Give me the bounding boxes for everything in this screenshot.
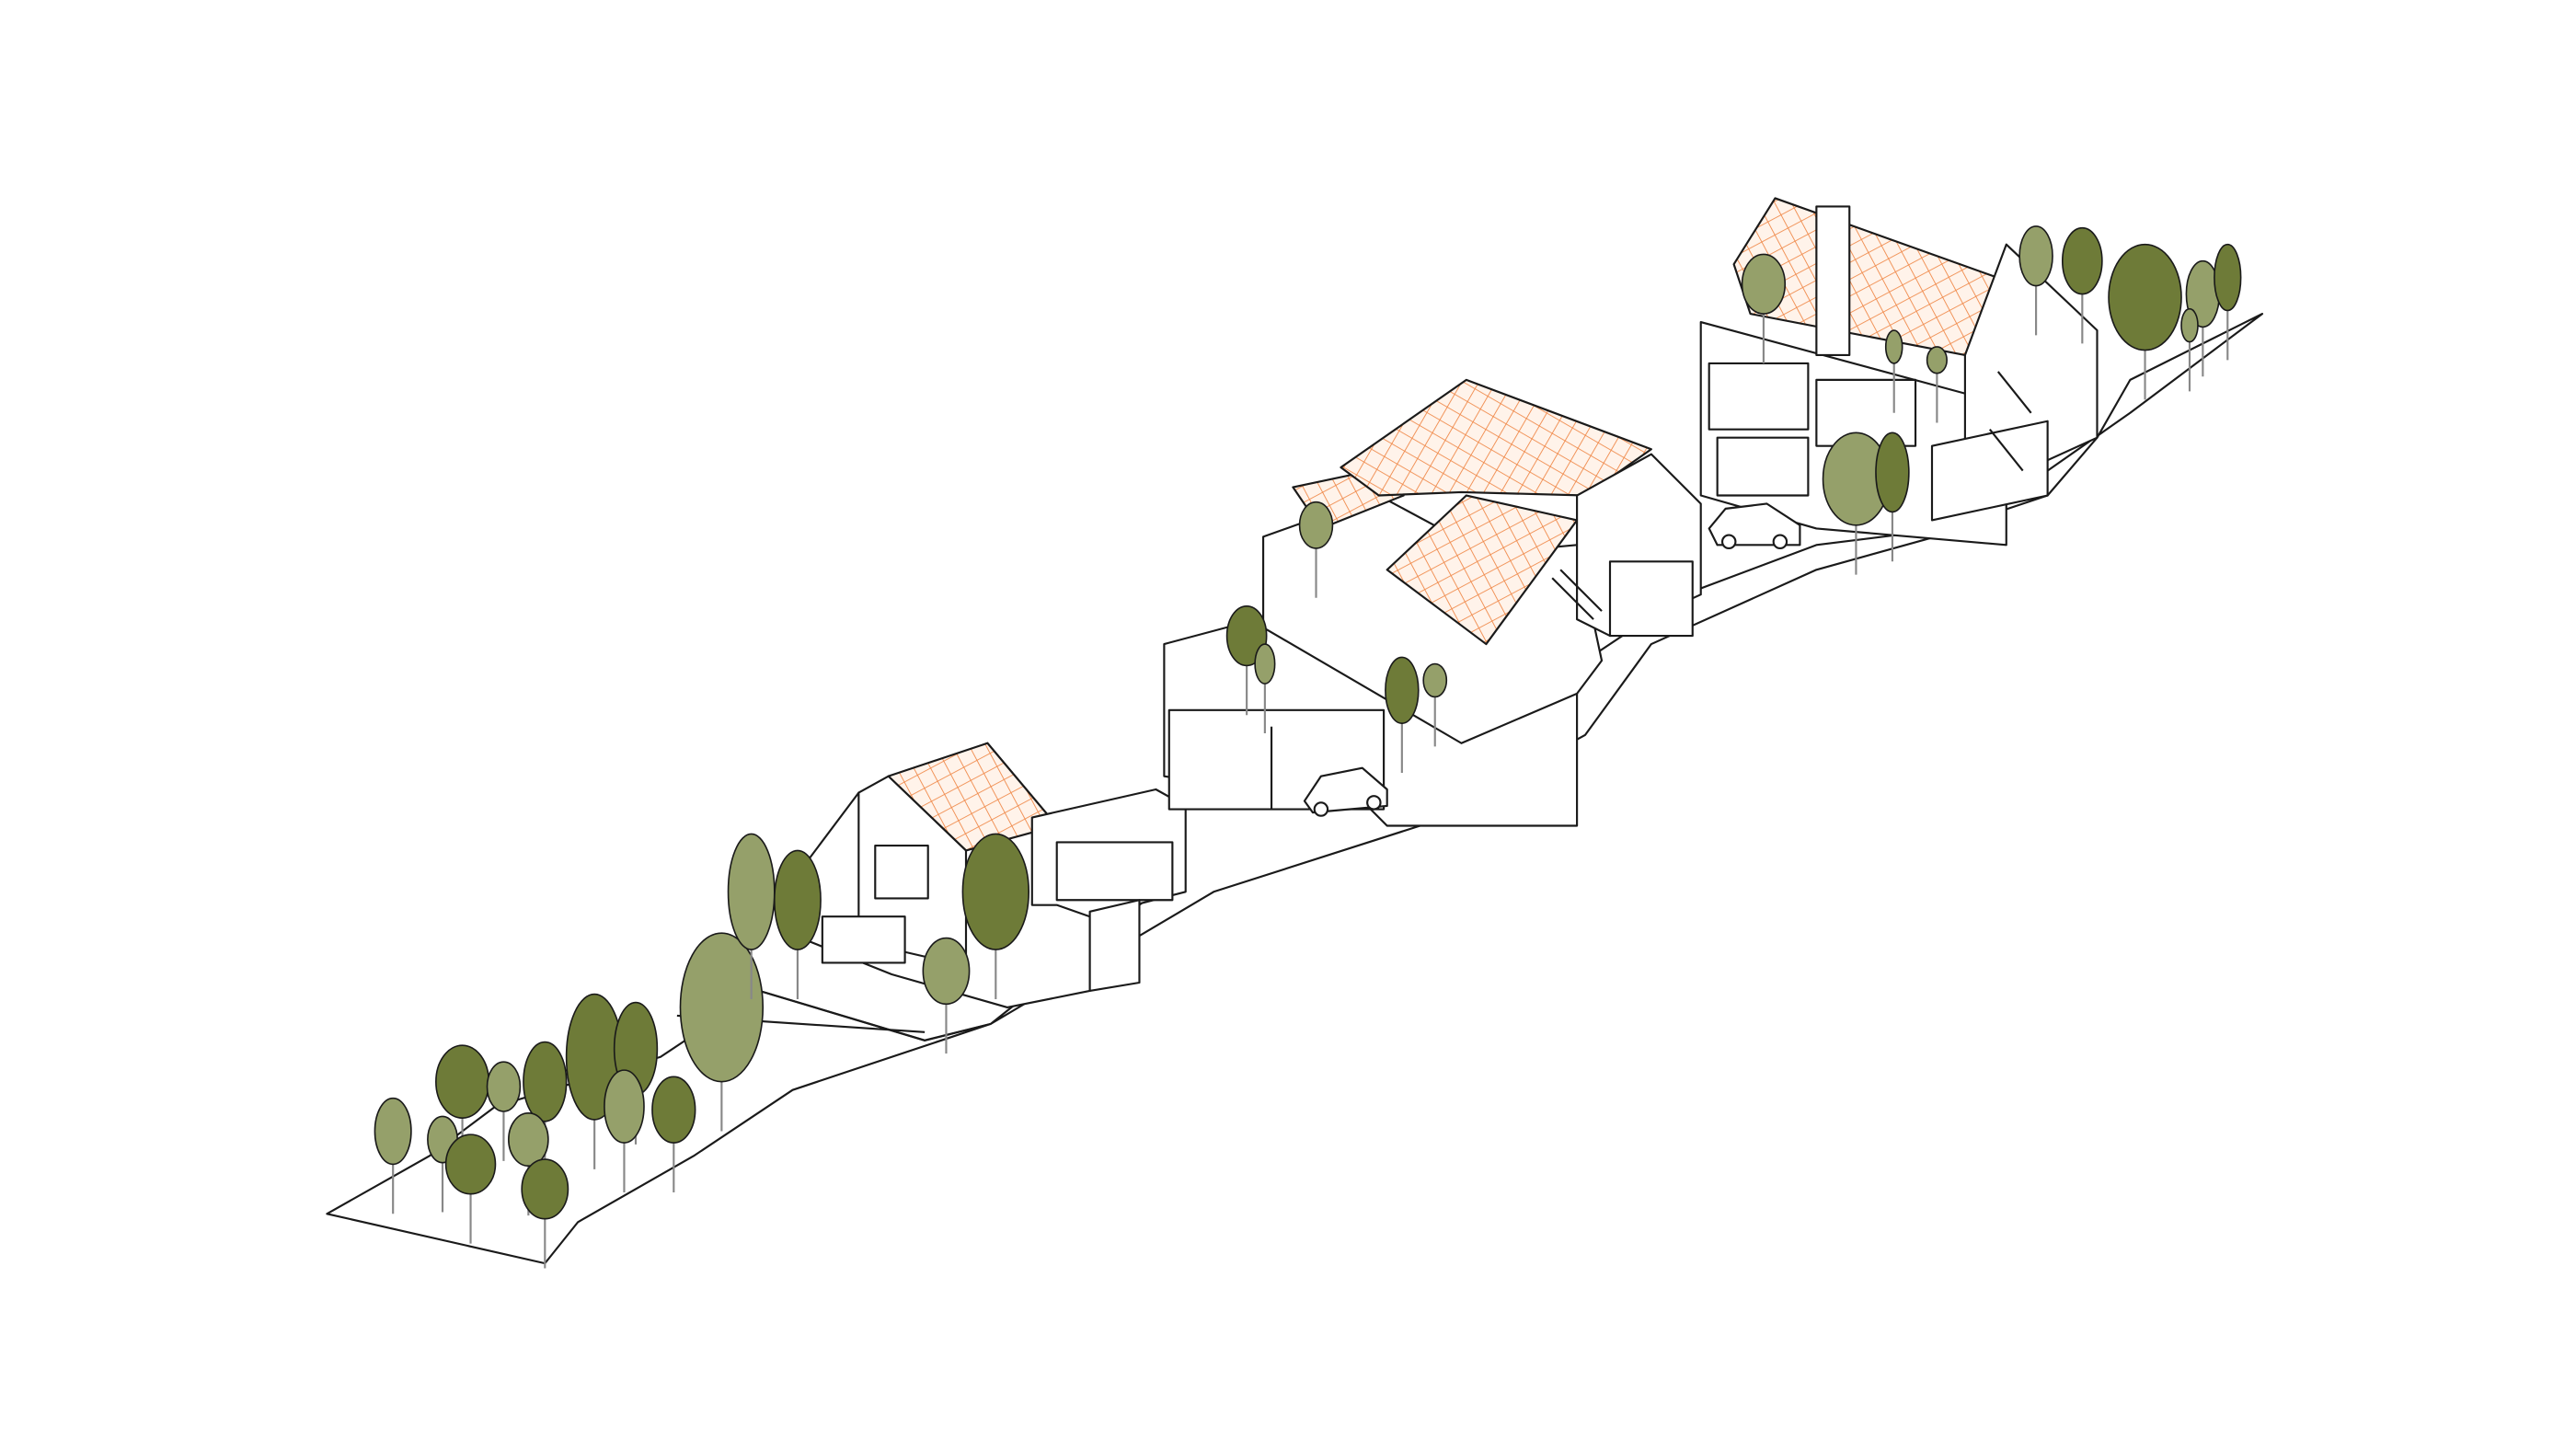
tree-icon xyxy=(961,833,1030,999)
tree-icon xyxy=(2214,243,2242,361)
tree-icon xyxy=(1254,643,1276,733)
tree-icon xyxy=(651,1076,696,1192)
tree-icon xyxy=(1926,346,1948,423)
tree-icon xyxy=(1298,501,1334,598)
trees xyxy=(374,225,2242,1269)
tree-icon xyxy=(1884,329,1903,413)
tree-icon xyxy=(1385,656,1420,774)
tree-icon xyxy=(444,1134,497,1244)
car-icon xyxy=(1303,766,1388,817)
tree-icon xyxy=(2061,226,2103,344)
tree-icon xyxy=(604,1069,645,1192)
tree-icon xyxy=(1422,662,1448,747)
tree-icon xyxy=(486,1061,522,1161)
tree-icon xyxy=(521,1158,569,1269)
car-icon xyxy=(1708,502,1801,550)
tree-icon xyxy=(679,932,765,1132)
tree-icon xyxy=(2180,307,2199,392)
house-left xyxy=(808,742,1187,1008)
tree-icon xyxy=(374,1097,412,1214)
tree-icon xyxy=(1225,604,1268,716)
tree-icon xyxy=(2108,243,2182,400)
tree-icon xyxy=(1875,432,1910,562)
tree-icon xyxy=(773,849,822,999)
tree-icon xyxy=(727,833,776,999)
house-middle xyxy=(1163,378,1702,827)
tree-icon xyxy=(1741,253,1787,363)
tree-icon xyxy=(2018,225,2053,336)
tree-icon xyxy=(922,937,971,1054)
